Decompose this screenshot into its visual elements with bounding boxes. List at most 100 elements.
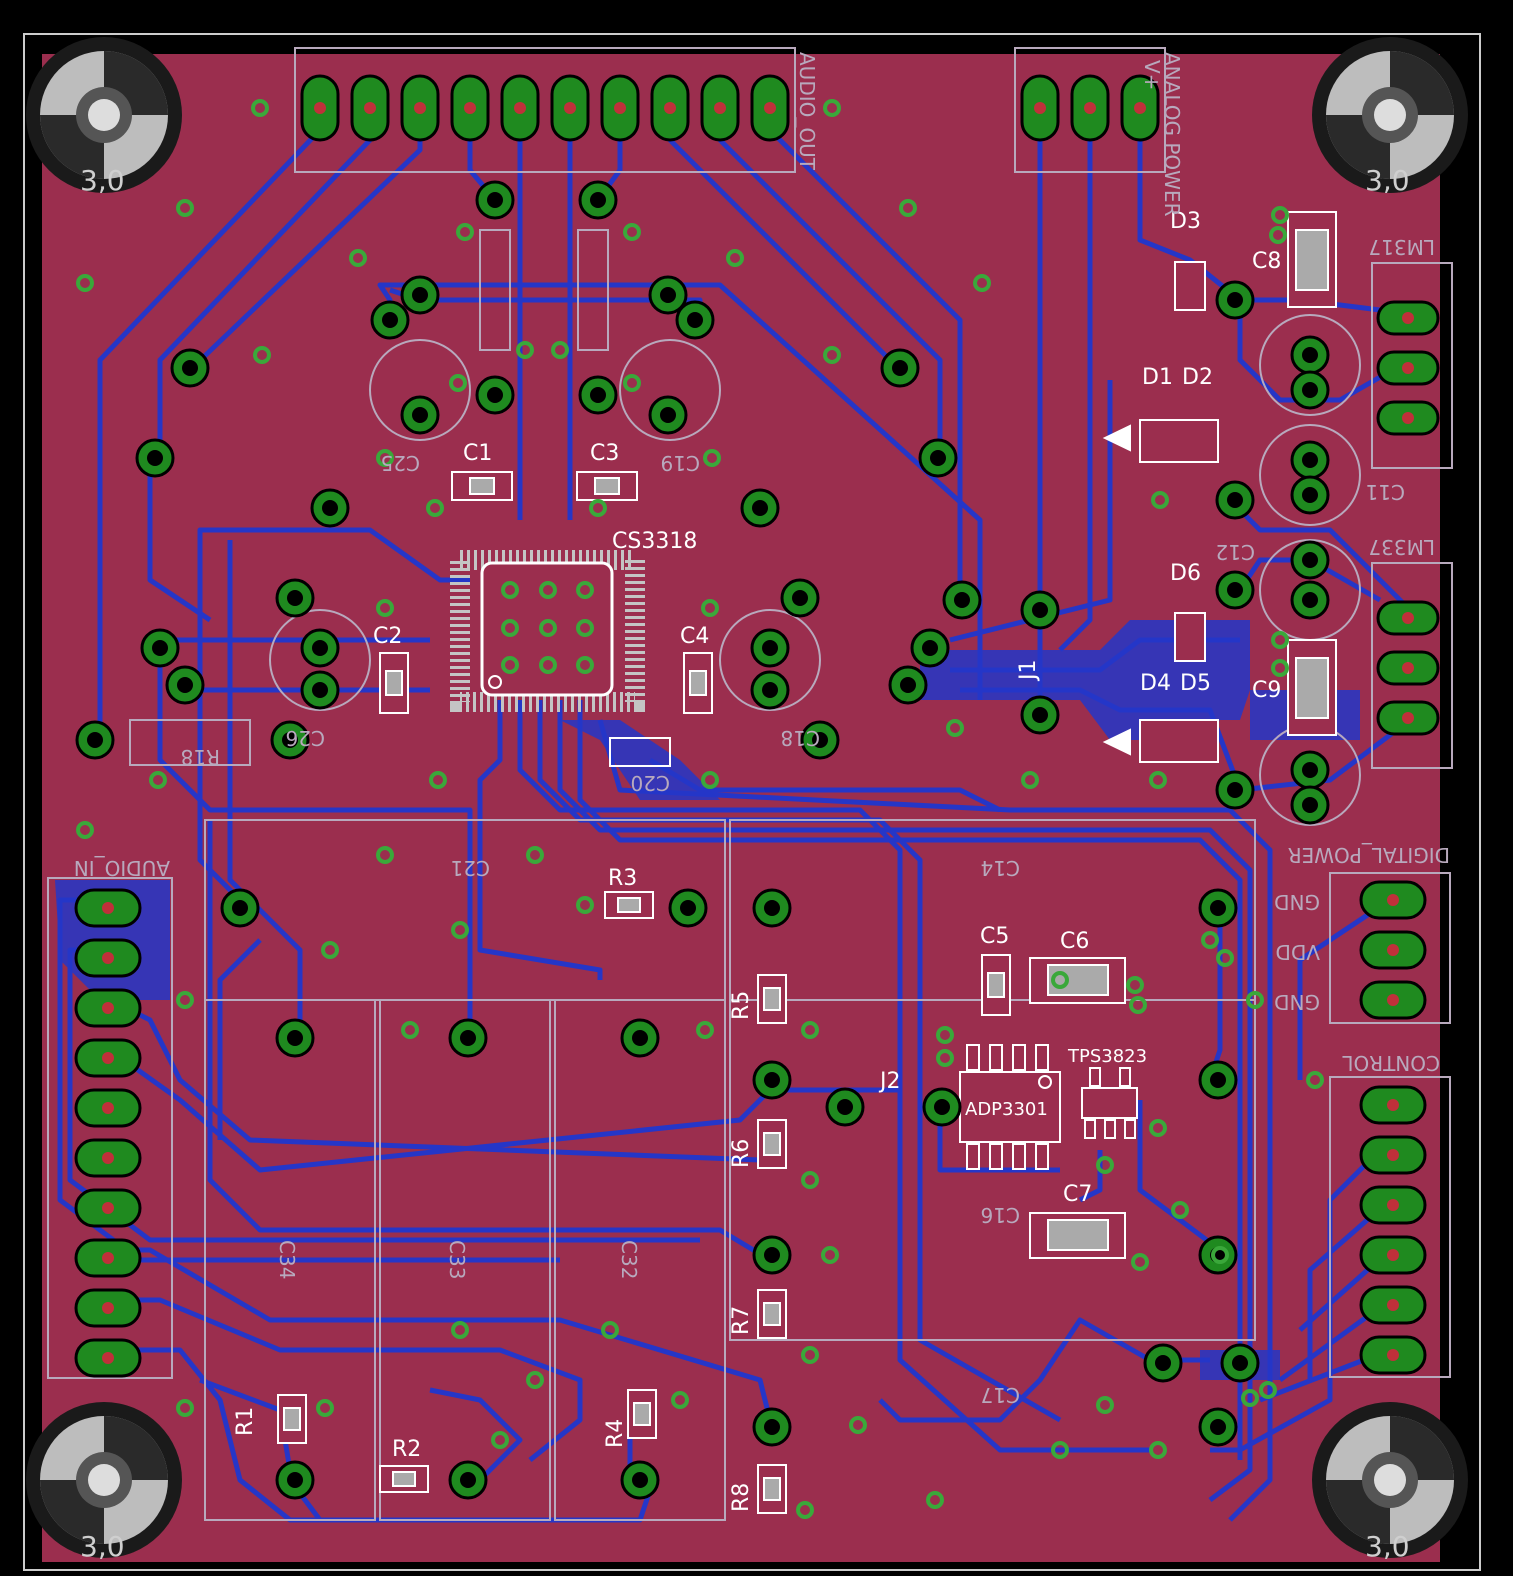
drill-hole [1387, 944, 1399, 956]
drill-hole [414, 102, 426, 114]
via [1271, 206, 1289, 224]
via [539, 581, 557, 599]
via [451, 921, 469, 939]
via [696, 1021, 714, 1039]
pad-hole [87, 732, 103, 748]
drill-hole [102, 1252, 114, 1264]
drill-hole [1402, 662, 1414, 674]
hole-label: 3,0 [80, 164, 125, 197]
via [429, 771, 447, 789]
vias [76, 99, 1324, 1519]
c6-label: C6 [1060, 929, 1089, 954]
via [703, 449, 721, 467]
via [176, 991, 194, 1009]
via [823, 346, 841, 364]
drill-hole [664, 102, 676, 114]
diodes [1102, 261, 1219, 763]
pad-hole [1227, 582, 1243, 598]
via [1271, 631, 1289, 649]
via [1096, 1396, 1114, 1414]
tps3823-label: TPS3823 [1067, 1046, 1147, 1067]
pad-hole [762, 682, 778, 698]
pad-hole [232, 900, 248, 916]
via [349, 249, 367, 267]
via [899, 199, 917, 217]
via [1269, 226, 1287, 244]
pad-hole [1227, 292, 1243, 308]
via [936, 1049, 954, 1067]
drill-hole [1402, 712, 1414, 724]
drill-hole [102, 952, 114, 964]
via [526, 1371, 544, 1389]
r1-label: R1 [233, 1407, 258, 1436]
drill-hole [514, 102, 526, 114]
pad-hole [1302, 452, 1318, 468]
lm317-label: LM317 [1368, 235, 1435, 259]
pad-hole [632, 1030, 648, 1046]
via [1211, 1246, 1229, 1264]
via [726, 249, 744, 267]
pad-hole [687, 312, 703, 328]
hole-label: 3,0 [1365, 164, 1410, 197]
gnd-label: GND [1274, 890, 1320, 914]
via [501, 656, 519, 674]
via [1271, 659, 1289, 677]
pad-hole [147, 450, 163, 466]
via [821, 1246, 839, 1264]
drill-hole [1402, 312, 1414, 324]
via [576, 896, 594, 914]
drill-hole [102, 1302, 114, 1314]
d2-label: D2 [1182, 365, 1213, 390]
drill-hole [1402, 612, 1414, 624]
via [576, 619, 594, 637]
mounting-hole-top-left: 3,0 [26, 37, 182, 197]
c11-label: C11 [1366, 480, 1405, 504]
drill-hole [102, 1352, 114, 1364]
via [376, 599, 394, 617]
via [576, 581, 594, 599]
via [376, 449, 394, 467]
audio-in-label: AUDIO_IN [74, 856, 170, 880]
via [576, 656, 594, 674]
pads [74, 74, 1440, 1500]
pad-hole [1302, 487, 1318, 503]
via [176, 199, 194, 217]
c8-label: C8 [1252, 249, 1281, 274]
mounting-hole-bottom-right: 3,0 [1312, 1402, 1468, 1563]
r3-label: R3 [608, 866, 637, 891]
via [671, 1391, 689, 1409]
c14-label: C14 [981, 856, 1020, 880]
pad-hole [177, 677, 193, 693]
via [1171, 1201, 1189, 1219]
via [451, 1321, 469, 1339]
via [456, 223, 474, 241]
pad-hole [312, 682, 328, 698]
drill-hole [1387, 1099, 1399, 1111]
pad-hole [487, 387, 503, 403]
c3-label: C3 [590, 441, 619, 466]
pad-hole [762, 640, 778, 656]
pad-hole [954, 592, 970, 608]
c12-label: C12 [1216, 540, 1255, 564]
drill-hole [102, 1202, 114, 1214]
r4-label: R4 [603, 1419, 628, 1448]
drill-hole [1084, 102, 1096, 114]
pad-hole [680, 900, 696, 916]
pad-hole [1302, 762, 1318, 778]
drill-hole [102, 1002, 114, 1014]
via [849, 1416, 867, 1434]
lm337-label: LM337 [1368, 535, 1435, 559]
pad-hole [1032, 602, 1048, 618]
d4-label: D4 [1140, 671, 1171, 696]
via [491, 1431, 509, 1449]
drill-hole [364, 102, 376, 114]
drill-hole [1134, 102, 1146, 114]
drill-hole [1387, 894, 1399, 906]
pad-hole [1210, 1419, 1226, 1435]
r6-label: R6 [729, 1139, 754, 1168]
via [1149, 1119, 1167, 1137]
via [701, 771, 719, 789]
pad-hole [660, 407, 676, 423]
pad-hole [1032, 707, 1048, 723]
